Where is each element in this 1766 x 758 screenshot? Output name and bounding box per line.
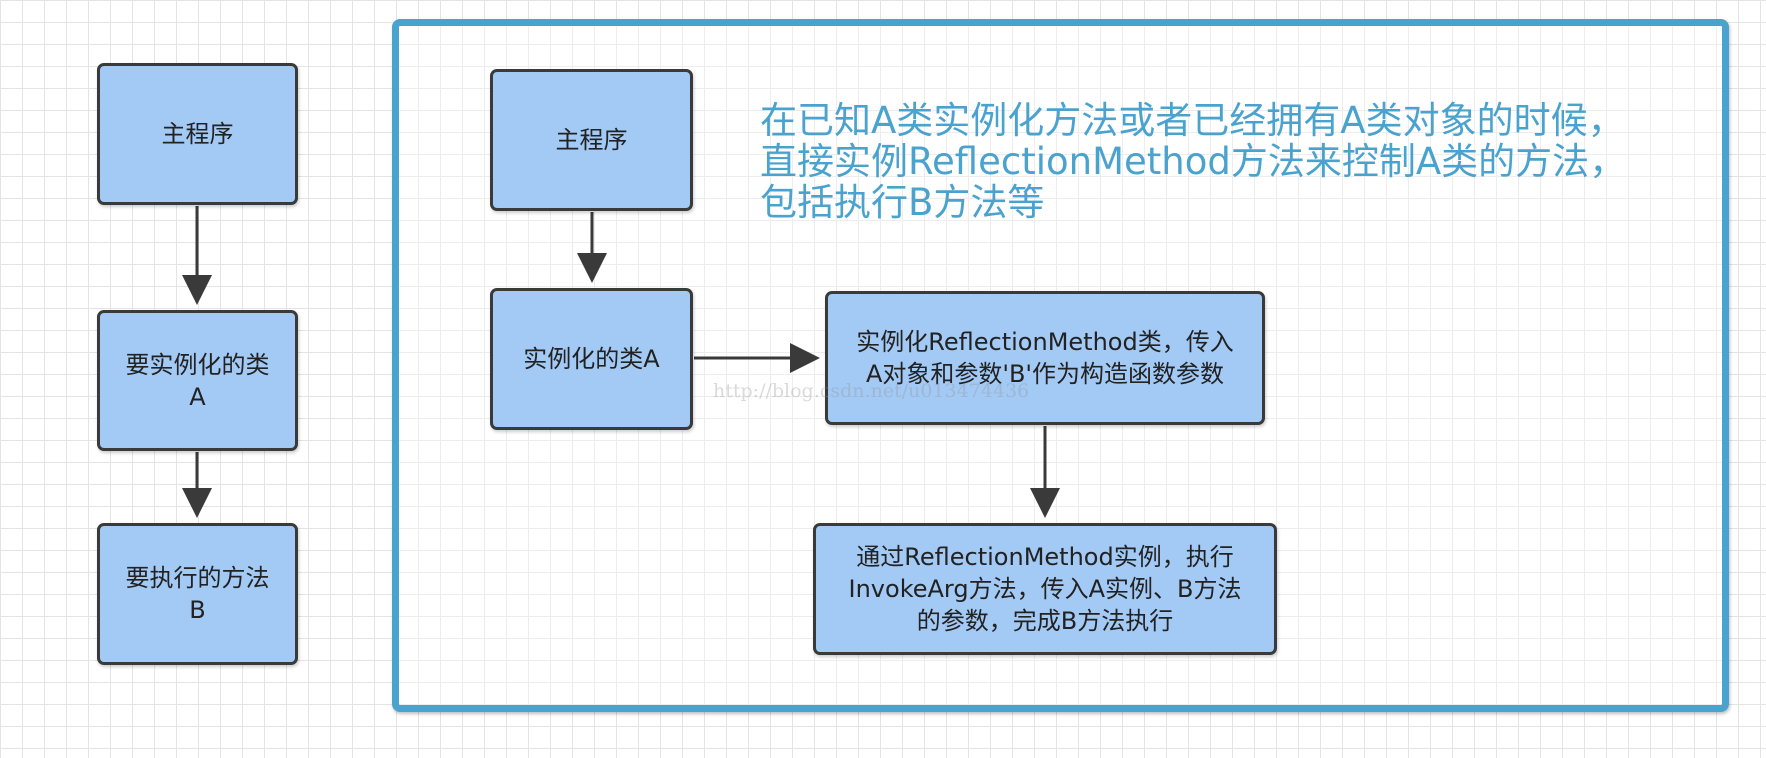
annotation-note: 在已知A类实例化方法或者已经拥有A类对象的时候， 直接实例ReflectionM… [760, 100, 1626, 223]
node-label-line-2: A [189, 382, 206, 411]
node-label-line-1: 要实例化的类 [125, 350, 270, 379]
left-class-to-instantiate-node[interactable]: 要实例化的类 A [97, 310, 298, 451]
invoke-arg-node[interactable]: 通过ReflectionMethod实例，执行 InvokeArg方法，传入A实… [813, 523, 1277, 655]
reflection-method-node[interactable]: 实例化ReflectionMethod类，传入 A对象和参数'B'作为构造函数参… [825, 291, 1265, 425]
node-label-line-2: B [189, 596, 206, 624]
node-label-line-1: 通过ReflectionMethod实例，执行 [856, 543, 1234, 571]
node-label-line-2: A对象和参数'B'作为构造函数参数 [865, 360, 1225, 388]
node-label-line-1: 要执行的方法 [125, 564, 270, 592]
node-label-line-1: 实例化ReflectionMethod类，传入 [856, 328, 1234, 356]
right-main-program-node[interactable]: 主程序 [490, 69, 693, 211]
right-instantiated-class-node[interactable]: 实例化的类A [490, 288, 693, 430]
watermark-text: http://blog.csdn.net/u013474436 [713, 380, 1030, 402]
note-line-1: 在已知A类实例化方法或者已经拥有A类对象的时候， [760, 99, 1625, 142]
node-label: 主程序 [161, 120, 234, 148]
left-main-program-node[interactable]: 主程序 [97, 63, 298, 205]
note-line-3: 包括执行B方法等 [760, 181, 1045, 224]
node-label-line-2: InvokeArg方法，传入A实例、B方法 [848, 575, 1242, 603]
left-method-to-execute-node[interactable]: 要执行的方法 B [97, 523, 298, 665]
node-label: 主程序 [555, 126, 628, 154]
note-line-2: 直接实例ReflectionMethod方法来控制A类的方法， [760, 140, 1627, 183]
node-label: 实例化的类A [523, 345, 660, 373]
node-label-line-3: 的参数，完成B方法执行 [916, 607, 1174, 635]
